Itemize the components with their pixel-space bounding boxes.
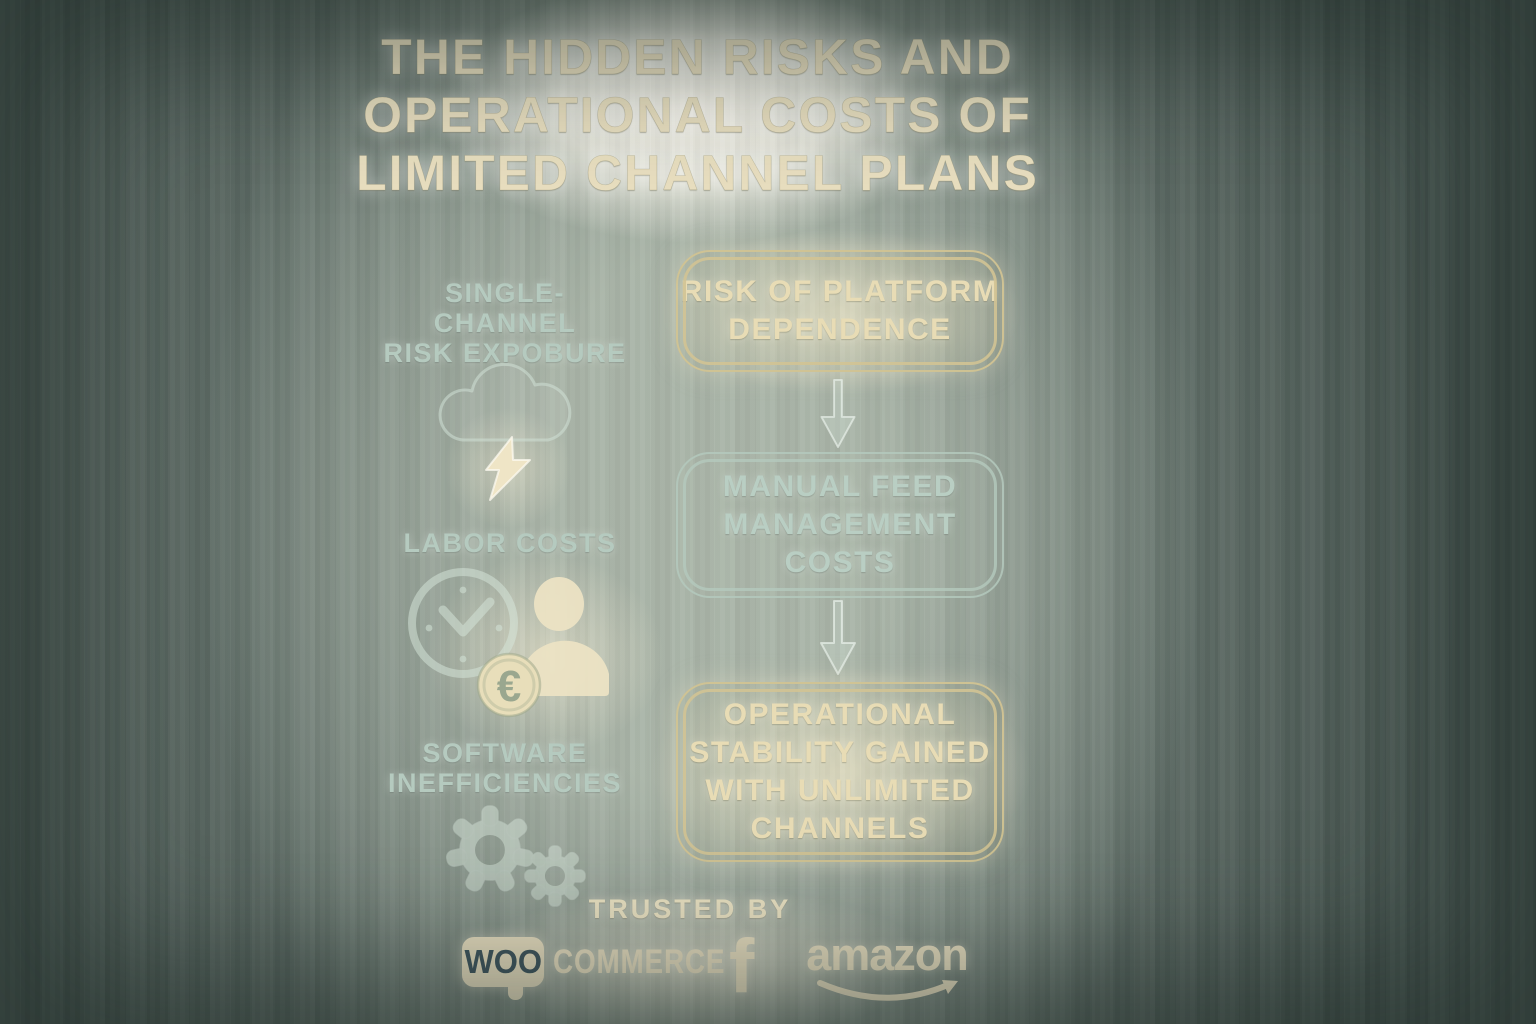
facebook-logo-icon: f <box>729 924 755 1009</box>
storm-cloud-icon <box>438 362 572 442</box>
clock-icon <box>408 568 518 678</box>
flow-step-line: CHANNELS <box>750 812 930 845</box>
flow-step-line: OPERATIONAL <box>723 698 957 731</box>
gear-small-icon <box>524 845 586 907</box>
flow-step-line: STABILITY GAINED <box>689 736 991 769</box>
page-title: THE HIDDEN RISKS AND OPERATIONAL COSTS O… <box>330 28 1065 202</box>
label-software-inefficiencies: SOFTWARE INEFFICIENCIES <box>375 738 635 798</box>
flow-step-platform-dependence: RISK OF PLATFORM DEPENDENCE <box>676 250 1004 372</box>
lightning-bolt-icon <box>485 436 531 501</box>
title-line-3: LIMITED CHANNEL PLANS <box>356 145 1039 202</box>
amazon-wordmark: amazon <box>806 929 969 980</box>
down-arrow-icon <box>820 600 856 675</box>
woocommerce-bubble-text: WOO <box>464 943 542 980</box>
label-line: SOFTWARE <box>422 738 588 768</box>
down-arrow-icon <box>820 378 856 449</box>
woocommerce-logo: WOO COMMERCE <box>462 937 763 1000</box>
euro-coin-icon: € <box>476 652 542 718</box>
label-line: SINGLE-CHANNEL <box>433 278 577 338</box>
flow-step-line: MANAGEMENT <box>723 508 957 541</box>
title-line-1: THE HIDDEN RISKS AND <box>381 29 1014 86</box>
flow-step-line: MANUAL FEED <box>722 470 958 503</box>
flow-step-operational-stability: OPERATIONAL STABILITY GAINED WITH UNLIMI… <box>676 682 1004 862</box>
flow-step-line: DEPENDENCE <box>728 313 952 346</box>
title-line-2: OPERATIONAL COSTS OF <box>363 87 1032 144</box>
person-icon <box>521 577 609 696</box>
woocommerce-suffix-text: COMMERCE <box>553 942 726 981</box>
flow-step-line: RISK OF PLATFORM <box>680 275 1000 308</box>
woocommerce-bubble-icon: WOO <box>462 937 544 1000</box>
amazon-logo: amazon <box>796 932 978 1011</box>
gear-large-icon <box>445 805 535 892</box>
trusted-by-heading: TRUSTED BY <box>588 894 792 924</box>
flow-step-line: WITH UNLIMITED <box>705 774 975 807</box>
label-single-channel-risk: SINGLE-CHANNEL RISK EXPOBURE <box>375 278 635 368</box>
gears-icon <box>445 805 586 907</box>
label-labor-costs: LABOR COSTS <box>380 528 640 558</box>
flow-step-manual-feed-costs: MANUAL FEED MANAGEMENT COSTS <box>676 452 1004 598</box>
amazon-smile-icon <box>817 980 958 1001</box>
label-line: INEFFICIENCIES <box>387 768 623 798</box>
euro-symbol: € <box>497 662 521 711</box>
flow-step-line: COSTS <box>784 546 896 579</box>
clock-person-euro-icon: € <box>408 568 609 718</box>
label-line: LABOR COSTS <box>403 528 617 558</box>
